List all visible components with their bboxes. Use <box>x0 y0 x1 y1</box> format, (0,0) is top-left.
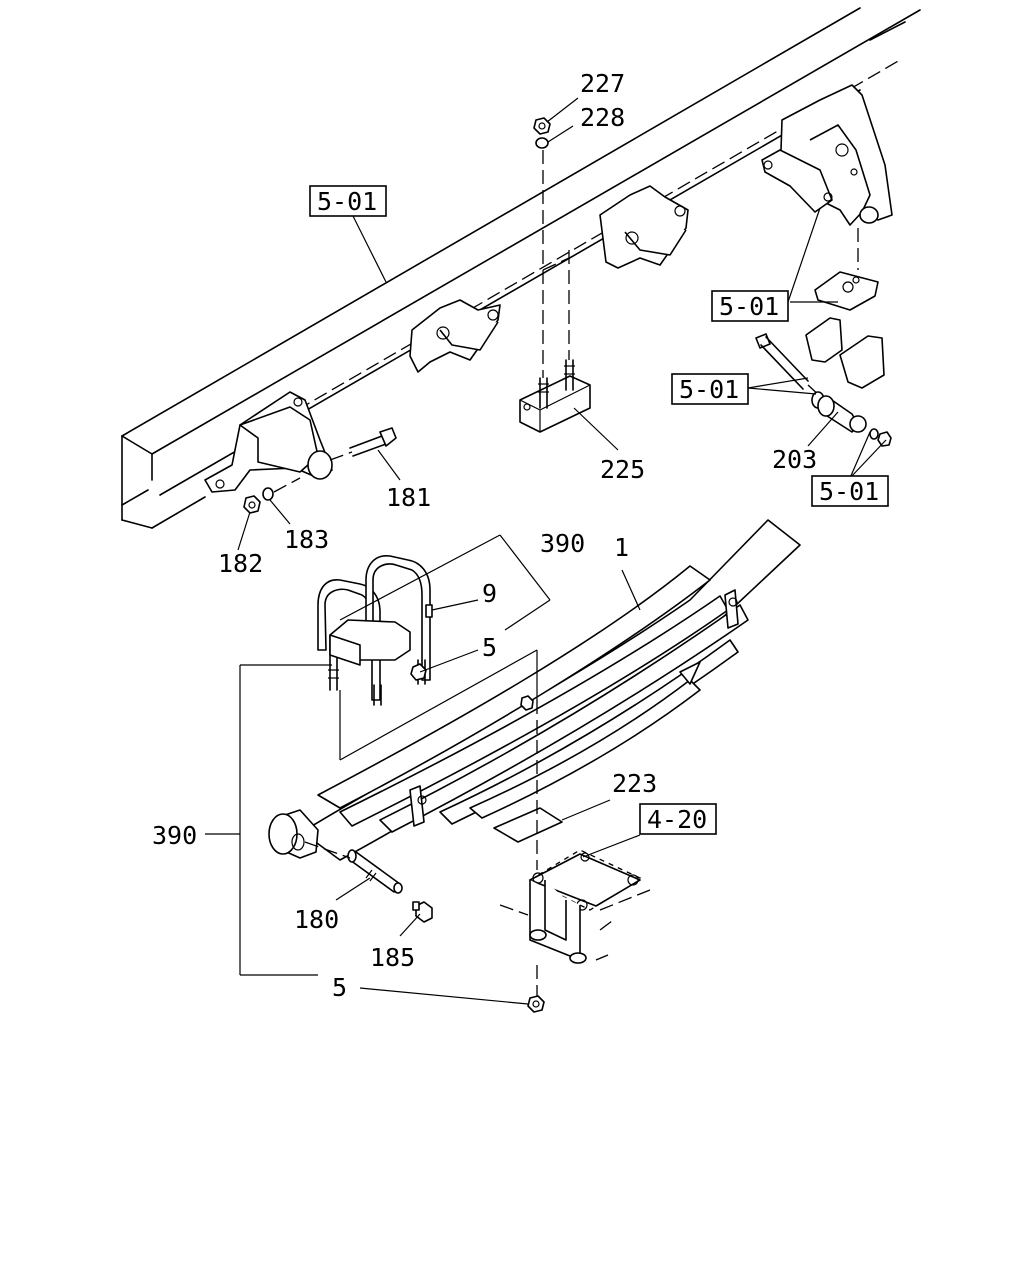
spring-pin-180 <box>304 841 403 894</box>
callout-180: 180 <box>294 905 339 934</box>
shackle-bolt-181 <box>329 427 397 461</box>
washer-228 <box>535 137 549 149</box>
washer-183 <box>262 487 274 501</box>
reference-box-bolt[interactable]: 5-01 <box>671 373 749 405</box>
axle-seat <box>499 849 651 964</box>
callout-390-top: 390 <box>540 529 585 558</box>
reference-axle-label: 4-20 <box>647 805 707 834</box>
callout-203: 203 <box>772 445 817 474</box>
rear-spring-bracket <box>761 84 893 226</box>
nut-227 <box>533 117 551 135</box>
callout-225: 225 <box>600 455 645 484</box>
u-bolt-studs <box>538 359 575 409</box>
callout-1: 1 <box>614 533 629 562</box>
callout-228: 228 <box>580 103 625 132</box>
grease-nipple-185 <box>412 901 433 923</box>
callout-9: 9 <box>482 579 497 608</box>
shackle-plates <box>805 317 885 389</box>
shackle-bolt <box>755 333 823 399</box>
bump-stopper-9 <box>329 604 433 666</box>
reference-box-nut[interactable]: 5-01 <box>811 475 889 507</box>
reference-box-bracket[interactable]: 5-01 <box>711 290 789 322</box>
callout-227: 227 <box>580 69 625 98</box>
nut-182 <box>243 495 261 514</box>
callout-182: 182 <box>218 549 263 578</box>
leaf-spring-1 <box>268 519 801 861</box>
nut-5-bottom <box>527 995 545 1013</box>
rear-nut-washer <box>869 428 892 447</box>
front-hanger-bracket <box>204 391 333 493</box>
callout-181: 181 <box>386 483 431 512</box>
reference-box-frame[interactable]: 5-01 <box>309 185 387 217</box>
callout-390-left: 390 <box>152 821 197 850</box>
callout-labels: 227 228 225 181 183 182 203 390 1 9 5 22… <box>152 69 817 1002</box>
callout-185: 185 <box>370 943 415 972</box>
callout-183: 183 <box>284 525 329 554</box>
mid-bracket-left <box>409 299 501 373</box>
leader-lines <box>205 97 887 1005</box>
callout-5-top: 5 <box>482 633 497 662</box>
reference-box-axle[interactable]: 4-20 <box>639 803 717 835</box>
reference-frame-label: 5-01 <box>317 187 377 216</box>
callout-223: 223 <box>612 769 657 798</box>
spring-pad-plate-223 <box>493 807 563 843</box>
mid-bracket-right <box>599 185 689 269</box>
spring-eye-bushing-203 <box>811 391 867 433</box>
u-bolt-seat-225 <box>519 375 591 433</box>
reference-bolt-label: 5-01 <box>679 375 739 404</box>
reference-nut-label: 5-01 <box>819 477 879 506</box>
reference-bracket-label: 5-01 <box>719 292 779 321</box>
rear-hanger-plate <box>814 271 879 311</box>
nut-5-top <box>410 663 427 681</box>
callout-5-bottom: 5 <box>332 973 347 1002</box>
